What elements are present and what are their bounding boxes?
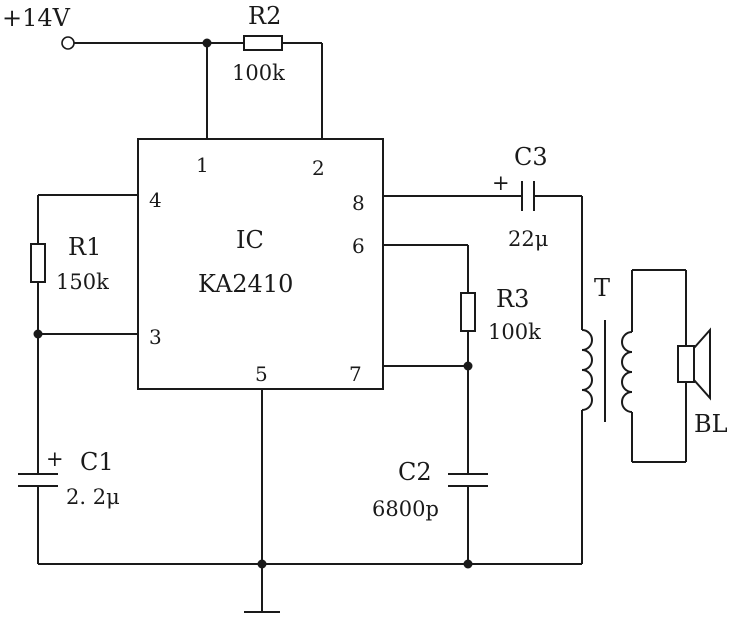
junction-dot	[202, 38, 212, 48]
pin-8-label: 8	[352, 191, 365, 215]
junction-dot	[463, 361, 473, 371]
r1-name: R1	[68, 233, 101, 261]
junction-dot	[463, 559, 473, 569]
c1-name: C1	[80, 448, 114, 476]
ic-body	[137, 138, 384, 390]
c3-polarity: +	[492, 171, 510, 195]
pin-2-label: 2	[312, 156, 325, 180]
r2-value: 100k	[232, 61, 285, 85]
resistor-r3	[460, 292, 476, 332]
pin-1-label: 1	[196, 153, 209, 177]
c3-value: 22μ	[508, 227, 548, 251]
transformer-primary-coil	[581, 329, 593, 411]
r2-name: R2	[248, 2, 281, 30]
r3-value: 100k	[488, 320, 541, 344]
pin-6-label: 6	[352, 234, 365, 258]
junction-dot	[257, 559, 267, 569]
pin-7-label: 7	[349, 362, 362, 386]
pin-4-label: 4	[149, 188, 162, 212]
transformer-secondary-coil	[621, 331, 633, 413]
c1-polarity: +	[46, 447, 64, 471]
c1-value: 2. 2μ	[66, 485, 120, 509]
transformer-name: T	[594, 274, 610, 302]
c2-name: C2	[398, 458, 432, 486]
resistor-r2	[243, 35, 283, 51]
pin-3-label: 3	[149, 325, 162, 349]
speaker-body	[677, 345, 695, 383]
ic-name: IC	[236, 226, 264, 254]
speaker-cone	[693, 327, 711, 401]
c3-name: C3	[514, 143, 548, 171]
speaker-name: BL	[694, 410, 728, 438]
r1-value: 150k	[56, 270, 109, 294]
c2-value: 6800p	[372, 497, 439, 521]
resistor-r1	[30, 243, 46, 283]
ic-part: KA2410	[198, 270, 293, 298]
pin-5-label: 5	[255, 362, 268, 386]
supply-terminal	[61, 36, 75, 50]
supply-label: +14V	[2, 4, 71, 32]
r3-name: R3	[496, 285, 529, 313]
